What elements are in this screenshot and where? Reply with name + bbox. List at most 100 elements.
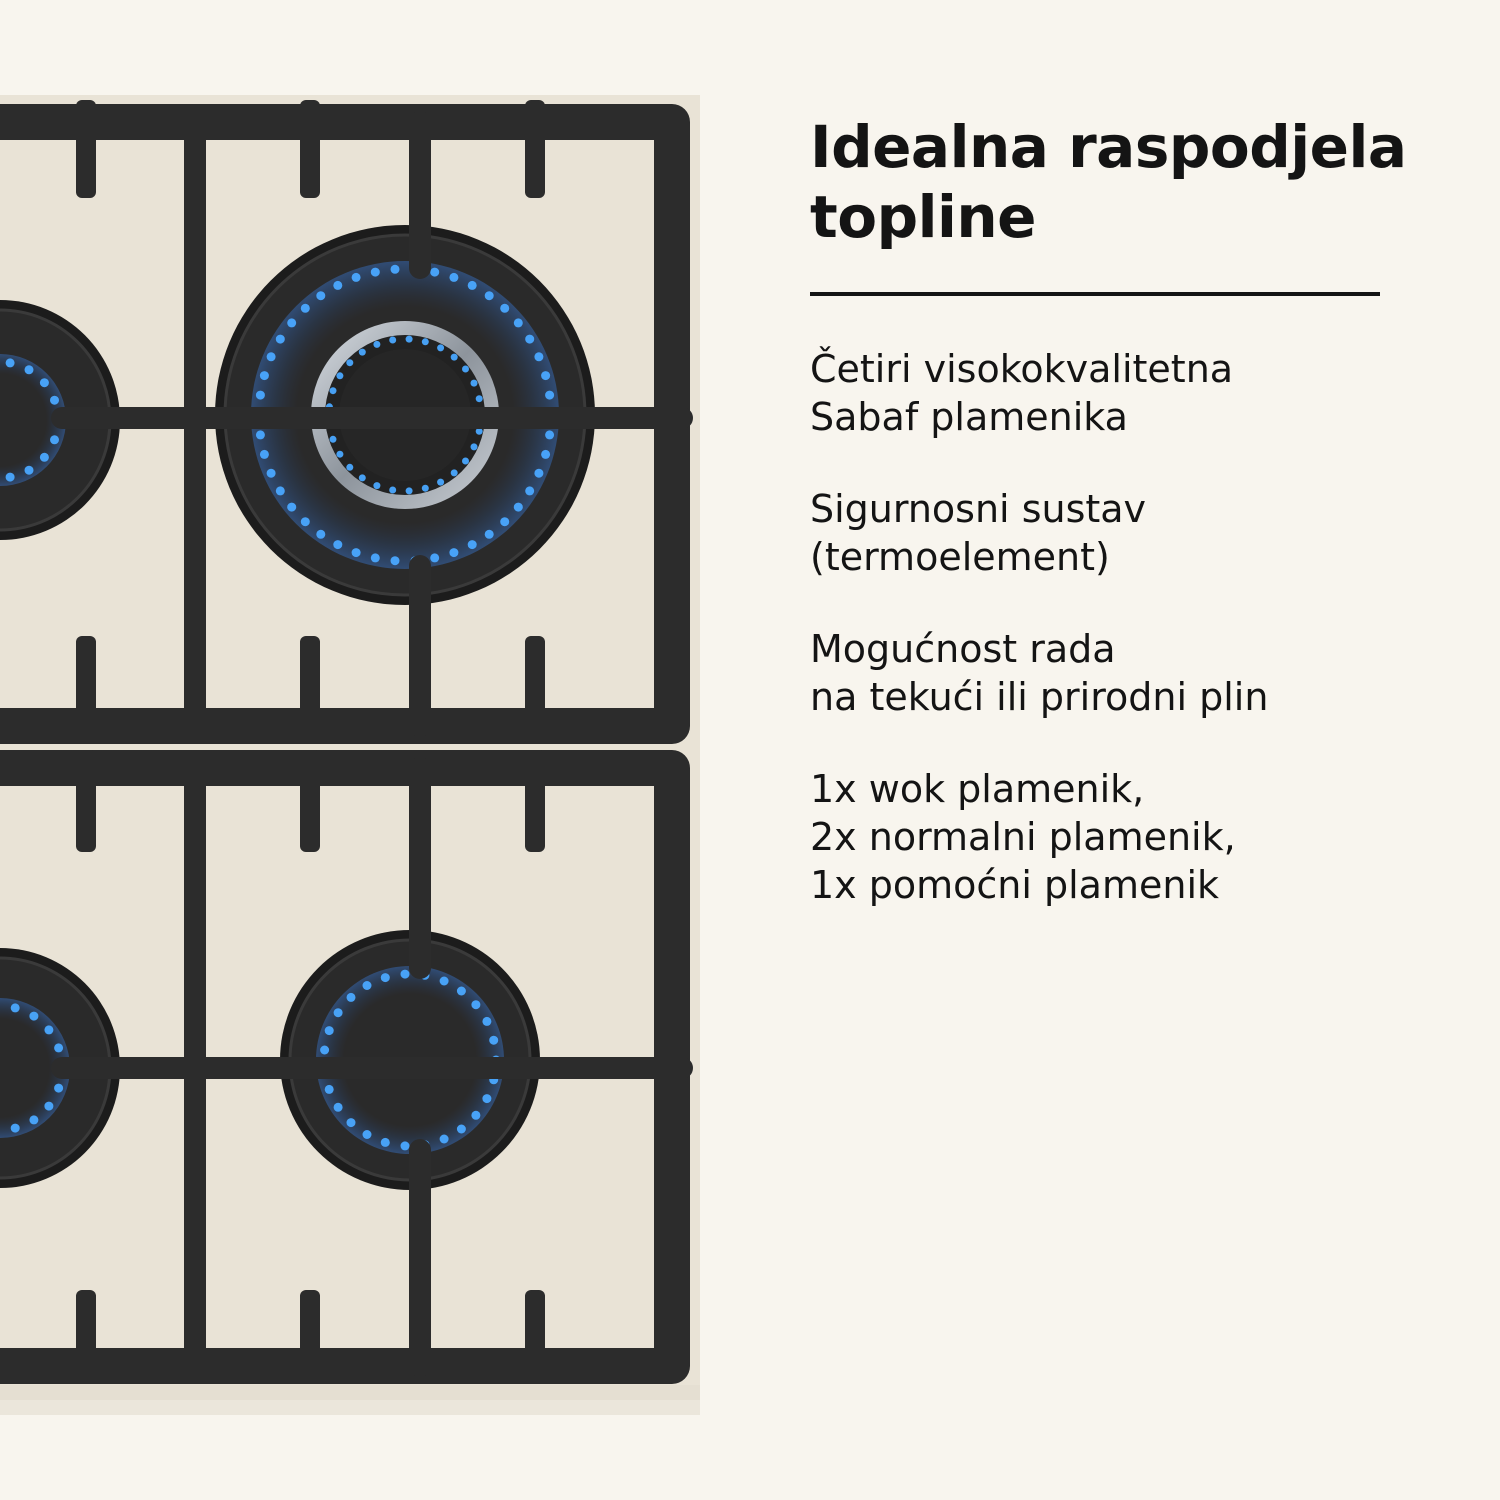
flame-jet — [513, 502, 523, 512]
flame-jet — [316, 291, 326, 301]
flame-jet — [39, 378, 49, 388]
title-divider — [810, 292, 1380, 296]
flame-jet — [316, 529, 326, 539]
flame-jet — [437, 478, 445, 486]
flame-jet — [450, 469, 458, 477]
flame-jet — [333, 540, 343, 550]
flame-jet — [362, 981, 372, 990]
flame-jet — [362, 1130, 372, 1139]
flame-jet — [358, 348, 366, 356]
flame-jet — [324, 1026, 334, 1036]
flame-jet — [50, 435, 59, 445]
cooktop-drawing — [0, 95, 700, 1415]
flame-jet — [470, 379, 478, 387]
feature-line: Mogućnost rada — [810, 627, 1116, 671]
flame-jet — [24, 465, 34, 475]
flame-jet — [329, 387, 337, 395]
flame-jet — [467, 540, 477, 550]
flame-jet — [255, 390, 265, 400]
flame-jet — [5, 358, 15, 368]
flame-jet — [405, 335, 413, 343]
flame-jet — [471, 1110, 481, 1120]
flame-jet — [484, 291, 494, 301]
flame-jet — [259, 371, 269, 381]
flame-jet — [10, 1003, 20, 1013]
feature-list: Četiri visokokvalitetna Sabaf plamenika … — [810, 345, 1470, 953]
flame-jet — [266, 352, 276, 362]
flame-jet — [400, 1141, 410, 1151]
flame-jet — [39, 452, 49, 462]
flame-glow — [0, 354, 66, 486]
flame-jet — [275, 486, 285, 496]
flame-jet — [541, 371, 551, 381]
flame-jet — [54, 1043, 64, 1053]
flame-jet — [482, 1016, 492, 1026]
flame-jet — [484, 529, 494, 539]
feature-line: Četiri visokokvalitetna — [810, 347, 1234, 391]
flame-jet — [259, 449, 269, 459]
flame-jet — [346, 359, 354, 367]
flame-jet — [29, 1011, 39, 1021]
flame-jet — [336, 450, 344, 458]
flame-jet — [346, 1118, 356, 1128]
feature-line: 1x pomoćni plamenik — [810, 863, 1220, 907]
flame-jet — [389, 486, 397, 494]
flame-jet — [430, 267, 440, 277]
flame-jet — [421, 484, 429, 492]
flame-jet — [525, 334, 535, 344]
flame-jet — [255, 430, 265, 440]
flame-jet — [390, 264, 400, 274]
top-grate-prongs — [76, 100, 545, 728]
page-title-line-1: Idealna raspodjela — [810, 113, 1407, 181]
feature-line: Sabaf plamenika — [810, 395, 1128, 439]
flame-jet — [358, 474, 366, 482]
flame-glow — [0, 998, 70, 1138]
flame-jet — [525, 486, 535, 496]
flame-jet — [300, 517, 310, 527]
flame-jet — [320, 1045, 330, 1055]
flame-jet — [333, 280, 343, 290]
flame-jet — [462, 457, 469, 465]
flame-jet — [534, 468, 544, 478]
flame-jet — [329, 435, 337, 443]
page-title-line-2: topline — [810, 183, 1036, 251]
feature-line: 1x wok plamenik, — [810, 767, 1145, 811]
page-title: Idealna raspodjela topline — [810, 112, 1410, 252]
feature-item-safety: Sigurnosni sustav (termoelement) — [810, 485, 1470, 581]
flame-jet — [500, 517, 510, 527]
grate-bars-overlay — [51, 111, 693, 1377]
flame-jet — [405, 487, 413, 495]
flame-jet — [462, 365, 469, 373]
flame-jet — [449, 548, 459, 558]
flame-jet — [489, 1035, 499, 1045]
flame-jet — [50, 395, 59, 405]
flame-jet — [430, 553, 440, 563]
flame-jet — [275, 334, 285, 344]
flame-jet — [389, 336, 397, 344]
flame-jet — [421, 338, 429, 346]
flame-jet — [287, 502, 297, 512]
flame-jet — [300, 303, 310, 313]
flame-jet — [287, 318, 297, 328]
flame-jet — [351, 272, 361, 282]
feature-item-burner-types: 1x wok plamenik, 2x normalni plamenik, 1… — [810, 765, 1470, 909]
feature-item-gas-type: Mogućnost rada na tekući ili prirodni pl… — [810, 625, 1470, 721]
flame-jet — [439, 976, 449, 986]
feature-line: 2x normalni plamenik, — [810, 815, 1236, 859]
flame-jet — [467, 280, 477, 290]
flame-jet — [373, 340, 381, 348]
flame-jet — [470, 443, 478, 451]
flame-jet — [513, 318, 523, 328]
bottom-grate-prongs — [76, 750, 545, 1382]
flame-jet — [380, 1137, 390, 1147]
flame-jet — [437, 344, 445, 352]
feature-line: Sigurnosni sustav — [810, 487, 1147, 531]
flame-jet — [10, 1123, 20, 1133]
flame-jet — [351, 548, 361, 558]
flame-jet — [450, 353, 458, 361]
flame-jet — [333, 1008, 343, 1018]
flame-jet — [5, 472, 15, 482]
feature-item-burners: Četiri visokokvalitetna Sabaf plamenika — [810, 345, 1470, 441]
flame-jet — [400, 969, 410, 979]
flame-jet — [370, 267, 380, 277]
